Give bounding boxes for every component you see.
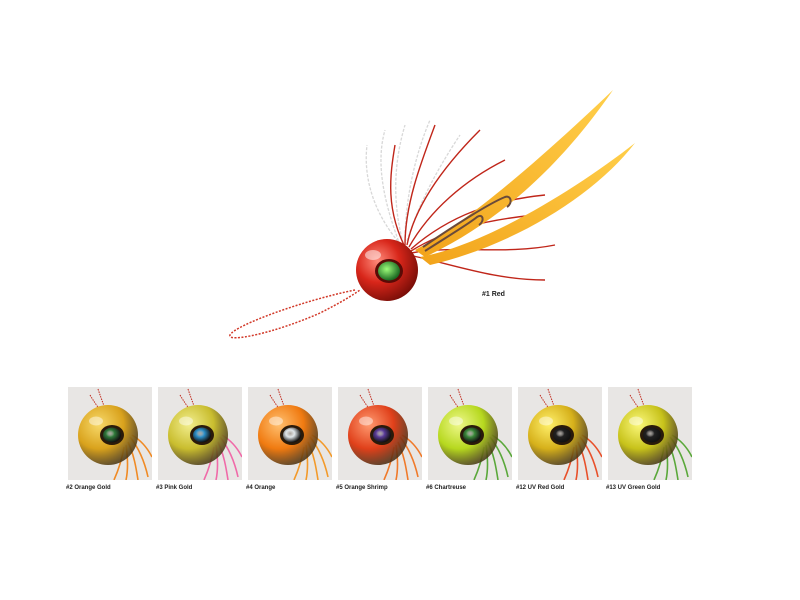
hero-lure-illustration [229, 90, 635, 339]
variant-swatch [248, 387, 332, 480]
variant-lure-illustration [78, 388, 152, 480]
variant-label: #5 Orange Shrimp [336, 485, 388, 491]
variant-lure-illustration [618, 388, 692, 480]
variant-lure-illustration [438, 388, 512, 480]
hero-variant-label: #1 Red [482, 291, 505, 298]
variant-lure-illustration [258, 388, 332, 480]
hero-lure-image [215, 85, 645, 350]
variant-label: #13 UV Green Gold [606, 485, 661, 491]
variant-swatch [68, 387, 152, 480]
variant-swatch [158, 387, 242, 480]
variant-label: #12 UV Red Gold [516, 485, 565, 491]
variant-swatch [338, 387, 422, 480]
variant-swatch [518, 387, 602, 480]
variant-label: #3 Pink Gold [156, 485, 193, 491]
variant-lure-illustration [528, 388, 602, 480]
variant-label: #4 Orange [246, 485, 276, 491]
variant-swatch [428, 387, 512, 480]
variant-label: #2 Orange Gold [66, 485, 111, 491]
variant-label: #6 Chartreuse [426, 485, 467, 491]
variant-lure-illustration [348, 388, 422, 480]
variant-lure-illustration [168, 388, 242, 480]
variant-swatch [608, 387, 692, 480]
